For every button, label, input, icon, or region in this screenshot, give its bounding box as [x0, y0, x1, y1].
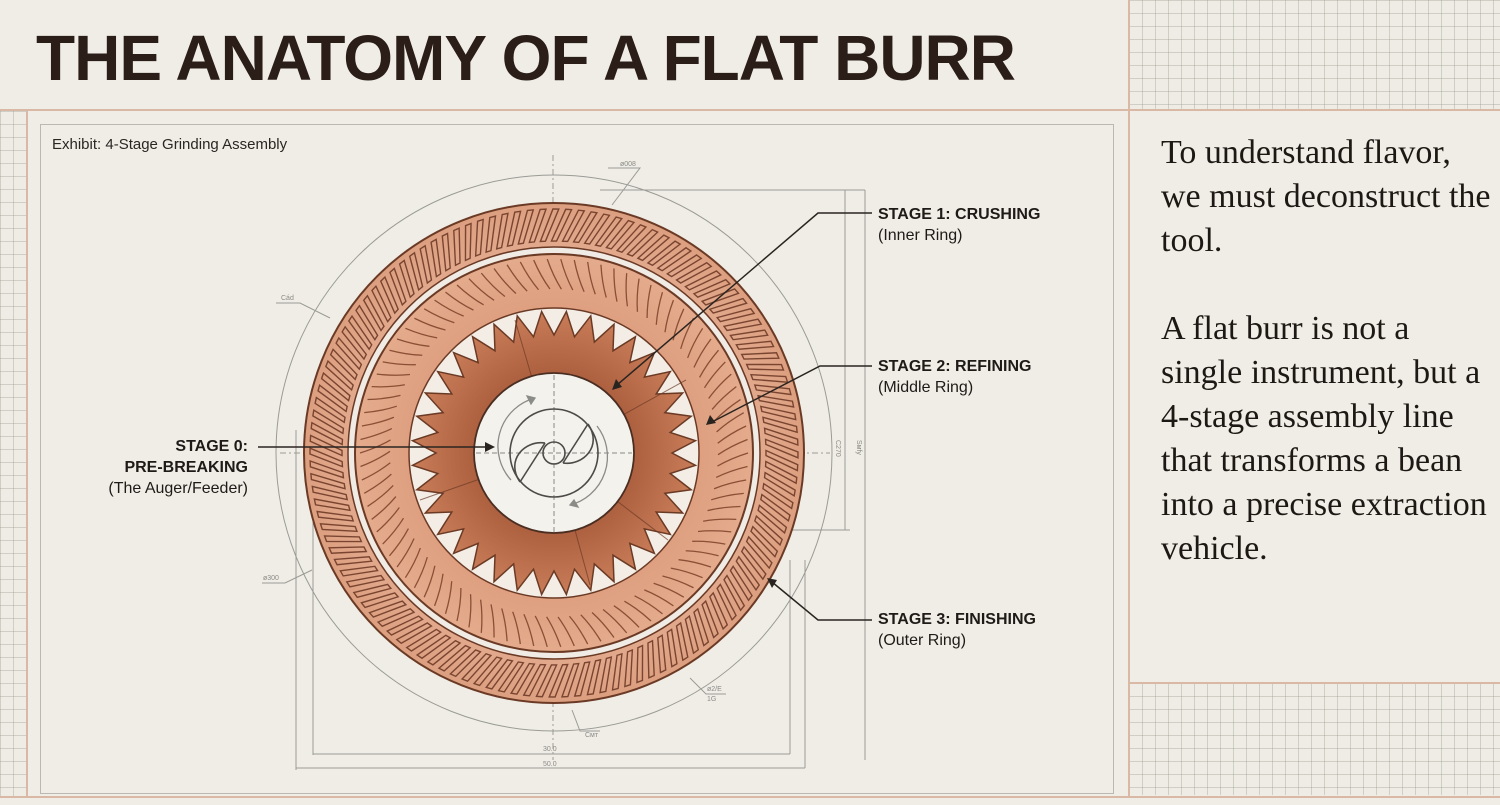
- intro-paragraph-1: To understand flavor, we must deconstruc…: [1161, 134, 1491, 259]
- intro-text: To understand flavor, we must deconstruc…: [1161, 131, 1491, 615]
- grid-panel-bottom-right: [1129, 683, 1500, 795]
- exhibit-label: Exhibit: 4-Stage Grinding Assembly: [52, 136, 288, 153]
- exhibit-frame: [40, 124, 1114, 794]
- left-strip-divider: [26, 109, 28, 797]
- grid-panel-top-right: [1129, 0, 1500, 109]
- intro-paragraph-2: A flat burr is not a single instrument, …: [1161, 310, 1487, 567]
- stage-2-label: STAGE 2: REFINING (Middle Ring): [878, 358, 1032, 396]
- stage-1-label: STAGE 1: CRUSHING (Inner Ring): [878, 206, 1041, 244]
- grid-strip-left: [0, 111, 26, 797]
- header-divider: [0, 109, 1500, 111]
- page-title: THE ANATOMY OF A FLAT BURR: [36, 22, 1016, 94]
- right-column-divider: [1128, 0, 1130, 797]
- right-panel-divider: [1129, 682, 1500, 684]
- stage-0-label: STAGE 0: PRE-BREAKING (The Auger/Feeder): [108, 438, 248, 497]
- footer-divider: [0, 796, 1500, 798]
- stage-3-label: STAGE 3: FINISHING (Outer Ring): [878, 611, 1036, 649]
